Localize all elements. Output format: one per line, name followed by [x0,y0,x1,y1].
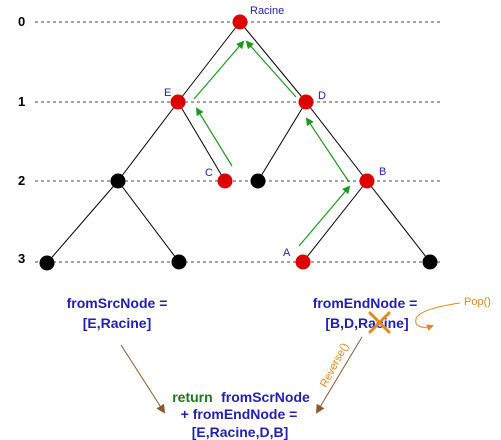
edge-e-c [177,101,226,182]
node-leaf-2 [171,254,187,270]
strike-x-icon [368,311,391,334]
path-arrow-b-to-d [305,117,350,183]
node-label-racine: Racine [250,5,284,17]
result-line2: + fromEndNode = [181,406,298,422]
node-b [359,173,375,189]
path-arrow-a-to-b [298,185,351,247]
edge-e-left [117,101,179,182]
node-label-d: D [318,90,326,102]
result-keyword: return [172,389,212,405]
pop-curl-arrow [415,302,461,332]
edge-b-a [302,180,368,263]
end-path-line1: fromEndNode = [313,295,418,311]
edge-left-leaf1 [46,180,119,264]
node-leaf-1 [39,255,55,271]
edge-racine-d [239,21,307,103]
node-level2-mid [250,173,266,189]
node-e [170,94,186,110]
path-arrow-c-to-e [195,107,233,167]
src-path-line1: fromSrcNode = [67,295,168,311]
level-label-2: 2 [18,173,25,188]
src-path-line2: [E,Racine] [83,315,151,331]
result-line1-rest: fromScrNode [221,389,310,405]
level-label-1: 1 [18,94,25,109]
level-label-0: 0 [18,14,25,29]
result-line1: return fromScrNode [172,389,310,406]
node-label-c: C [205,167,213,179]
edge-left-leaf2 [117,180,180,263]
edge-racine-e [177,21,241,103]
node-label-a: A [283,247,291,259]
level-label-3: 3 [18,251,25,266]
node-label-b: B [379,166,386,178]
arrow-src-to-result [120,344,166,414]
path-arrow-d-to-racine [245,40,297,98]
end-path-line2: [B,D,Racine] [325,315,408,331]
edge-d-b [305,101,368,182]
pop-label: Pop() [464,296,491,308]
edge-b-leaf [366,180,431,263]
node-leaf-4 [422,254,438,270]
node-a [295,254,311,270]
node-label-e: E [164,87,171,99]
path-arrow-e-to-racine [193,40,245,100]
node-d [298,94,314,110]
node-level2-left [110,173,126,189]
arrow-end-to-result [315,336,363,414]
node-racine [232,14,248,30]
node-c [217,173,233,189]
result-line3: [E,Racine,D,B] [192,424,288,440]
edge-d-mid [257,101,307,182]
